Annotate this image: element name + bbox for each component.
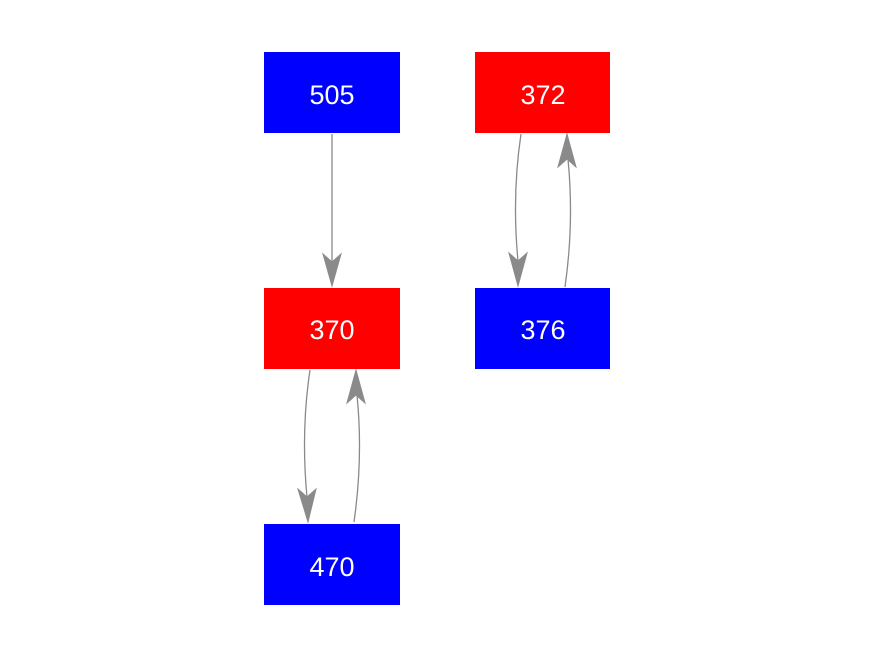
nodes: 505 372 370 376 470 <box>264 52 610 605</box>
arrowhead-icon <box>508 251 528 288</box>
edge-470-to-370 <box>346 368 366 523</box>
arrowhead-icon <box>346 368 366 405</box>
node-370-box <box>264 288 400 369</box>
arrowhead-icon <box>297 487 317 524</box>
node-376-label: 376 <box>520 315 565 345</box>
node-470[interactable]: 470 <box>264 524 400 605</box>
edge-370-to-470 <box>297 369 317 524</box>
arrowhead-icon <box>322 252 342 288</box>
node-505-label: 505 <box>309 80 354 110</box>
arrowhead-icon <box>557 132 577 169</box>
node-470-label: 470 <box>309 552 354 582</box>
node-372-label: 372 <box>520 80 565 110</box>
edge-376-to-372 <box>557 132 577 288</box>
edge-372-to-376 <box>508 133 528 288</box>
node-376-box <box>475 288 610 369</box>
node-376[interactable]: 376 <box>475 288 610 369</box>
node-370[interactable]: 370 <box>264 288 400 369</box>
node-505[interactable]: 505 <box>264 52 400 133</box>
node-505-box <box>264 52 400 133</box>
node-470-box <box>264 524 400 605</box>
node-372-box <box>475 52 610 133</box>
node-370-label: 370 <box>309 315 354 345</box>
edges <box>297 132 577 524</box>
edge-505-to-370 <box>322 134 342 288</box>
node-372[interactable]: 372 <box>475 52 610 133</box>
